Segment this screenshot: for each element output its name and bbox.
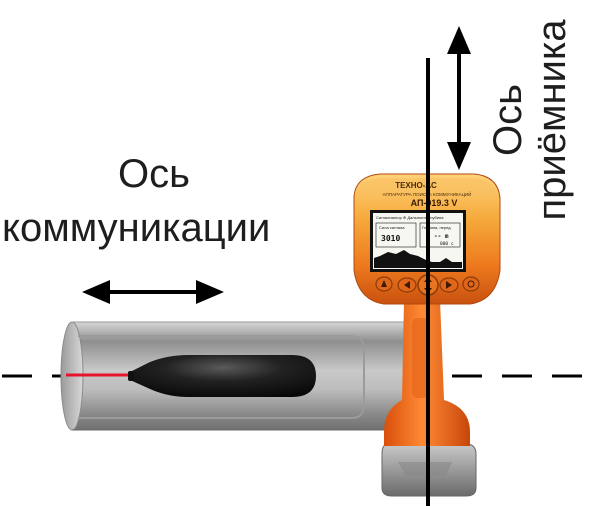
screen-signal-value: 3010 xyxy=(381,234,400,243)
receiver-screen: Сигнализатор ⊕ Дальность Глубина Сила си… xyxy=(370,210,466,272)
communication-axis-label-line2: коммуникации xyxy=(2,206,271,250)
communication-axis-label-line1: Ось xyxy=(118,152,190,196)
screen-depth-value: -- m xyxy=(434,233,449,240)
receiver-axis-label: Ось приёмника xyxy=(486,19,574,220)
up-arrow-icon xyxy=(381,280,387,287)
receiver-axis-label-line2: приёмника xyxy=(530,19,574,221)
screen-depth-sub: 000 c xyxy=(440,241,454,247)
screen-status-line: Сигнализатор ⊕ Дальность Глубина xyxy=(376,215,444,220)
receiver-axis-label-line1: Ось xyxy=(486,84,530,156)
screen-depth-title: Глубина, перед xyxy=(422,225,451,230)
communication-axis-arrow xyxy=(82,280,224,304)
screen-signal-title: Сила сигнала xyxy=(379,225,405,230)
power-icon xyxy=(467,280,475,288)
screen-signal-graph xyxy=(374,250,462,268)
probe-transmitter xyxy=(128,355,316,397)
receiver-axis-arrow xyxy=(447,26,471,170)
receiver-device: ТЕХНО-АС АППАРАТУРА ПОИСКА КОММУНИКАЦИЙ … xyxy=(353,173,501,497)
device-brand: ТЕХНО-АС xyxy=(395,181,437,190)
right-arrow-icon xyxy=(446,281,452,289)
left-arrow-icon xyxy=(404,281,410,289)
receiver-button-right[interactable] xyxy=(462,276,480,292)
receiver-buttons xyxy=(375,274,480,296)
device-model: АП-019.3 V xyxy=(411,198,458,208)
